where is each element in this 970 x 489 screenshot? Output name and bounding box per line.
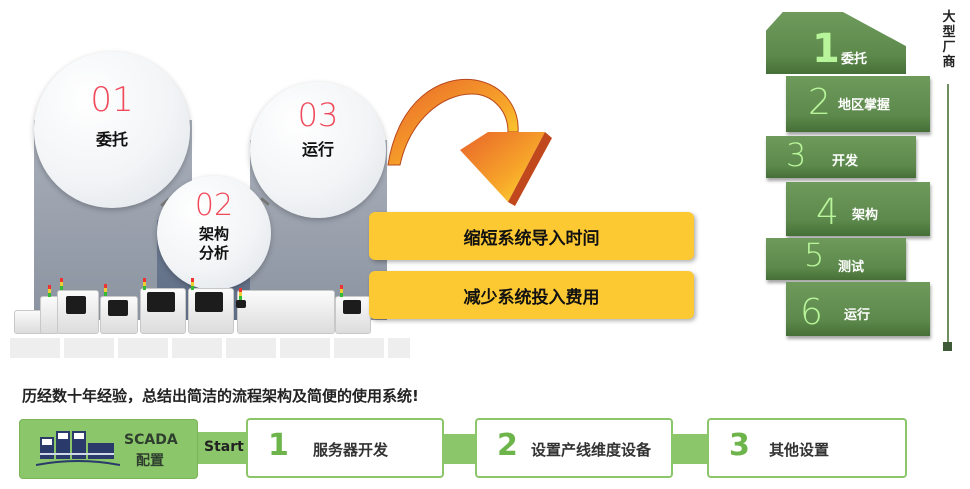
title-char: 型 — [942, 25, 956, 40]
server-rack-icon — [36, 431, 120, 466]
circle-number: 03 — [297, 96, 339, 134]
signal-lamp — [143, 278, 146, 290]
ribbon-step-number: 2 — [808, 82, 831, 123]
ribbon-step-number: 4 — [816, 192, 839, 233]
ribbon-step-number: 6 — [800, 292, 823, 333]
start-label: Start — [204, 439, 244, 455]
step-label: 设置产线维度设备 — [531, 441, 652, 459]
benefit-reduce-cost: 减少系统投入费用 — [369, 271, 694, 319]
ribbon-step-label: 委托 — [841, 52, 868, 67]
circle-step-01: 01 委托 — [34, 52, 190, 208]
signal-lamp — [239, 288, 242, 300]
flow-step-other-settings[interactable]: 3 其他设置 — [707, 418, 907, 478]
flow-connector — [672, 434, 710, 464]
circle-number: 02 — [194, 188, 234, 223]
signal-lamp — [104, 284, 107, 296]
step-number: 2 — [497, 428, 518, 463]
benefit-label: 减少系统投入费用 — [463, 287, 600, 308]
ribbon-step-number: 3 — [786, 136, 807, 174]
timeline-end-marker — [943, 342, 952, 351]
ribbon-step-5: 5 测试 — [766, 236, 906, 280]
curved-arrow-icon — [387, 78, 552, 206]
scada-config-block[interactable]: SCADA 配置 — [19, 419, 198, 479]
step-number: 1 — [268, 428, 289, 463]
circle-step-02: 02 架构 分析 — [157, 176, 271, 290]
ribbon-step-label: 运行 — [844, 308, 871, 323]
ribbon-step-4: 4 架构 — [786, 182, 930, 236]
ribbon-step-label: 测试 — [838, 260, 865, 275]
tagline: 历经数十年经验，总结出简洁的流程架构及简便的使用系统! — [22, 387, 419, 405]
signal-lamp — [48, 285, 51, 297]
circle-label-line1: 架构 — [198, 225, 229, 243]
step-label: 服务器开发 — [313, 441, 389, 459]
title-char: 商 — [942, 55, 956, 70]
ribbon-step-number: 5 — [804, 236, 825, 274]
benefit-reduce-time: 缩短系统导入时间 — [369, 212, 694, 260]
step-number: 3 — [729, 428, 750, 463]
circle-label: 运行 — [301, 140, 334, 159]
signal-lamp — [191, 278, 194, 290]
step-label: 其他设置 — [769, 441, 830, 459]
machine-screen — [343, 300, 361, 314]
circle-number: 01 — [90, 80, 134, 120]
floor-reflection — [10, 338, 410, 358]
signal-lamp — [60, 278, 63, 290]
title-char: 大 — [942, 10, 956, 25]
machine-screen — [195, 292, 223, 312]
machine-screen — [236, 300, 246, 308]
scada-label: SCADA — [124, 432, 178, 448]
machine-screen — [66, 296, 86, 314]
signal-lamp — [340, 285, 343, 297]
ribbon-step-label: 地区掌握 — [838, 98, 891, 113]
ribbon-step-label: 架构 — [852, 208, 879, 223]
circle-label: 委托 — [95, 130, 128, 149]
flow-step-line-devices[interactable]: 2 设置产线维度设备 — [475, 418, 673, 478]
start-connector: Start — [198, 432, 248, 464]
machine-screen — [147, 292, 175, 312]
vertical-title-large-manufacturer: 大 型 厂 商 — [941, 10, 957, 70]
ribbon-step-label: 开发 — [832, 154, 859, 169]
ribbon-step-3: 3 开发 — [766, 136, 916, 178]
ribbon-step-2: 2 地区掌握 — [786, 76, 930, 132]
scada-sublabel: 配置 — [136, 453, 164, 469]
flow-step-server-dev[interactable]: 1 服务器开发 — [246, 418, 444, 478]
flow-connector — [442, 434, 478, 464]
machine-screen — [108, 300, 128, 316]
ribbon-step-1: 1 委托 — [766, 12, 906, 74]
benefit-label: 缩短系统导入时间 — [463, 228, 600, 249]
machine-reflow-oven — [237, 290, 335, 334]
ribbon-step-6: 6 运行 — [786, 282, 930, 336]
timeline-line — [947, 84, 949, 344]
circle-step-03: 03 运行 — [250, 82, 386, 218]
title-char: 厂 — [942, 40, 956, 55]
ribbon-step-number: 1 — [812, 26, 840, 72]
circle-label-line2: 分析 — [198, 243, 229, 262]
